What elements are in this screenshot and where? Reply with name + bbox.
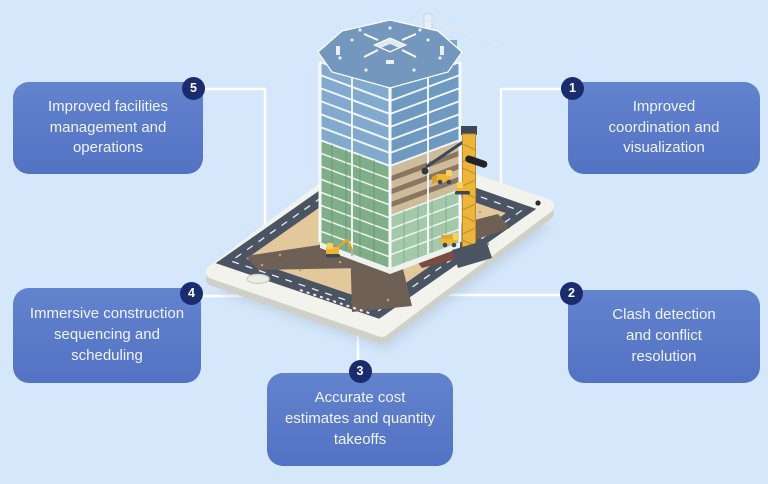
benefit-badge-3: 3 (348, 360, 372, 383)
excavator (326, 238, 354, 258)
wheel-loader (432, 170, 452, 185)
benefit-label-5: Improved facilities management and opera… (47, 97, 169, 157)
benefit-badge-2: 2 (560, 282, 583, 305)
benefit-badge-1: 1 (561, 77, 584, 100)
bulldozer (455, 182, 470, 195)
benefit-card-1: 1 Improved coordination and visualizatio… (561, 77, 760, 174)
roof-dots (336, 26, 444, 72)
tablet-camera (535, 200, 541, 206)
glass-slabs-right (389, 189, 461, 256)
roof-slab (317, 19, 463, 89)
tablet-home-button (246, 273, 270, 285)
connector-5 (191, 87, 267, 240)
site-fence (299, 289, 373, 315)
tablet-speaker (465, 155, 488, 168)
benefit-card-5: 5 Improved facilities management and ope… (13, 77, 205, 174)
roof-core (363, 33, 417, 58)
dump-truck (441, 233, 459, 248)
tower-base (320, 242, 460, 274)
benefit-card-2: 2 Clash detection and conflict resolutio… (560, 282, 760, 383)
benefit-badge-4: 4 (180, 282, 203, 305)
benefit-card-4: 4 Immersive construction sequencing and … (13, 282, 203, 383)
benefit-card-3: 3 Accurate cost estimates and quantity t… (267, 360, 453, 466)
connector-1 (499, 87, 574, 190)
benefit-label-4: Immersive construction sequencing and sc… (29, 305, 185, 364)
benefit-label-3: Accurate cost estimates and quantity tak… (284, 389, 436, 448)
glass-mullions-left (331, 144, 375, 262)
benefit-badge-5: 5 (182, 77, 205, 100)
benefit-label-2: Clash detection and conflict resolution (612, 306, 716, 365)
glass-mullions-right (403, 195, 447, 263)
benefit-label-1: Improved coordination and visualization (608, 97, 720, 157)
